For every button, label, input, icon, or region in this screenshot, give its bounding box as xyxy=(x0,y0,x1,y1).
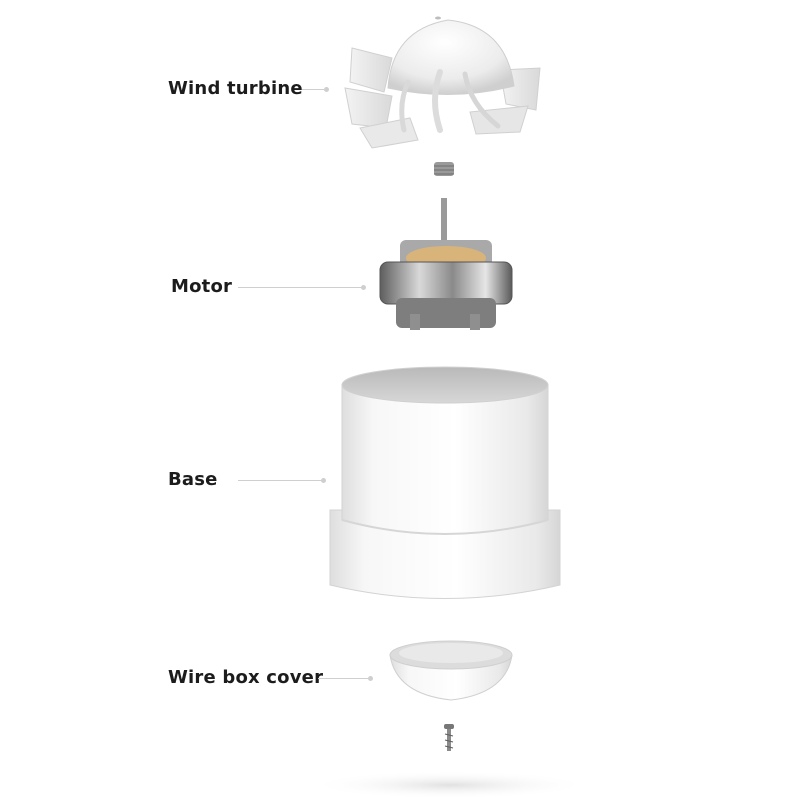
callout-label-wind-turbine: Wind turbine xyxy=(168,78,303,99)
callout-label-motor: Motor xyxy=(171,276,233,297)
motor-part xyxy=(379,198,513,330)
callout-dot-motor xyxy=(361,285,366,290)
callout-leader-wire-box-cover xyxy=(318,678,368,679)
base-part xyxy=(329,366,561,599)
callout-leader-wind-turbine xyxy=(302,89,324,90)
wire-box-cover-part xyxy=(389,640,513,701)
callout-label-base: Base xyxy=(168,469,218,490)
screw-part xyxy=(444,724,454,751)
callout-leader-base xyxy=(238,480,322,481)
spring-nut-part xyxy=(434,162,454,176)
wind-turbine-part xyxy=(344,16,541,149)
callout-dot-wind-turbine xyxy=(324,87,329,92)
callout-leader-motor xyxy=(238,287,362,288)
callout-label-wire-box-cover: Wire box cover xyxy=(168,667,324,688)
callout-dot-base xyxy=(321,478,326,483)
callout-dot-wire-box-cover xyxy=(368,676,373,681)
ground-shadow xyxy=(310,771,590,799)
